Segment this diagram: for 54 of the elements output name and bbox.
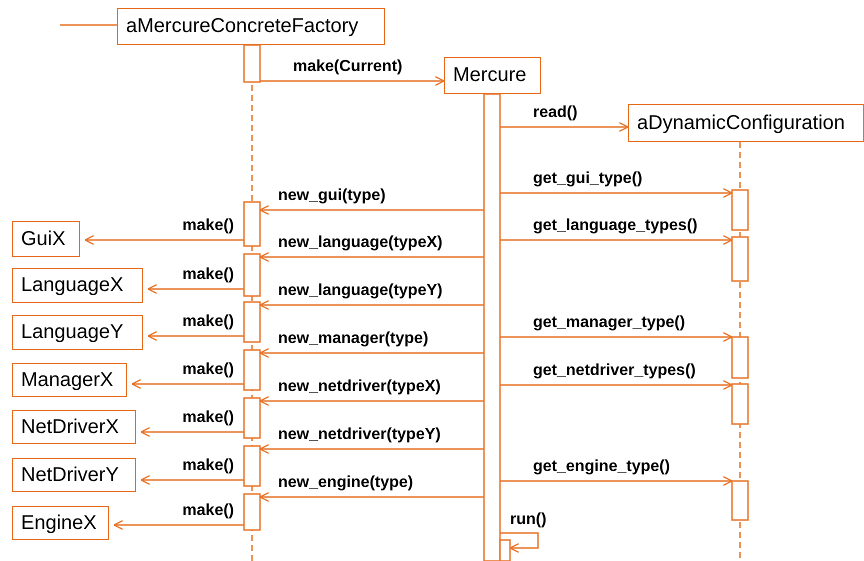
- message-arrow: [131, 378, 244, 390]
- message-arrow: [500, 476, 733, 486]
- message-arrow: [500, 532, 539, 554]
- message-arrow: [259, 252, 484, 262]
- message-arrow: [259, 300, 484, 310]
- message-label: get_gui_type(): [533, 170, 642, 188]
- message-label: new_netdriver(typeX): [278, 378, 441, 396]
- message-arrow: [259, 444, 484, 454]
- message-arrow: [500, 380, 733, 390]
- object-box: aMercureConcreteFactory: [117, 8, 385, 45]
- message-arrow: [500, 122, 629, 132]
- object-box: NetDriverY: [12, 458, 136, 492]
- message-label: make(): [182, 457, 234, 475]
- message-label: get_netdriver_types(): [533, 362, 696, 380]
- message-label: make(): [182, 266, 234, 284]
- message-arrow: [259, 396, 484, 406]
- message-label: get_language_types(): [533, 217, 698, 235]
- message-arrow: [84, 234, 244, 246]
- message-label: make(): [182, 361, 234, 379]
- object-box: EngineX: [12, 506, 109, 540]
- message-label: new_language(typeY): [278, 282, 442, 300]
- message-arrow: [147, 330, 244, 342]
- object-box: GuiX: [12, 221, 80, 257]
- message-arrow: [500, 234, 733, 246]
- message-label: make(): [182, 409, 234, 427]
- object-box: NetDriverX: [12, 410, 136, 444]
- message-label: make(Current): [293, 58, 402, 76]
- message-arrow: [259, 492, 484, 502]
- message-label: get_engine_type(): [533, 458, 670, 476]
- message-arrow: [260, 76, 445, 86]
- message-label: new_manager(type): [278, 330, 428, 348]
- message-label: make(): [182, 502, 234, 520]
- object-box: ManagerX: [12, 363, 127, 397]
- message-label: read(): [533, 104, 578, 122]
- message-label: get_manager_type(): [533, 314, 686, 332]
- message-arrow: [259, 204, 484, 216]
- message-arrow: [259, 348, 484, 358]
- message-label: new_netdriver(typeY): [278, 426, 441, 444]
- message-arrow: [500, 188, 733, 198]
- message-label: new_language(typeX): [278, 234, 442, 252]
- message-arrow: [500, 332, 733, 342]
- message-arrow: [147, 284, 244, 294]
- message-label: make(): [182, 217, 234, 235]
- message-label: run(): [510, 511, 546, 529]
- object-box: LanguageY: [12, 315, 143, 350]
- message-label: new_gui(type): [278, 187, 386, 205]
- message-label: make(): [182, 313, 234, 331]
- object-box: aDynamicConfiguration: [628, 104, 864, 142]
- message-label: new_engine(type): [278, 474, 414, 492]
- object-box: LanguageX: [12, 268, 143, 303]
- message-arrow: [140, 474, 244, 486]
- message-arrow: [140, 426, 244, 438]
- message-arrow: [113, 520, 244, 530]
- object-box: Mercure: [444, 57, 541, 94]
